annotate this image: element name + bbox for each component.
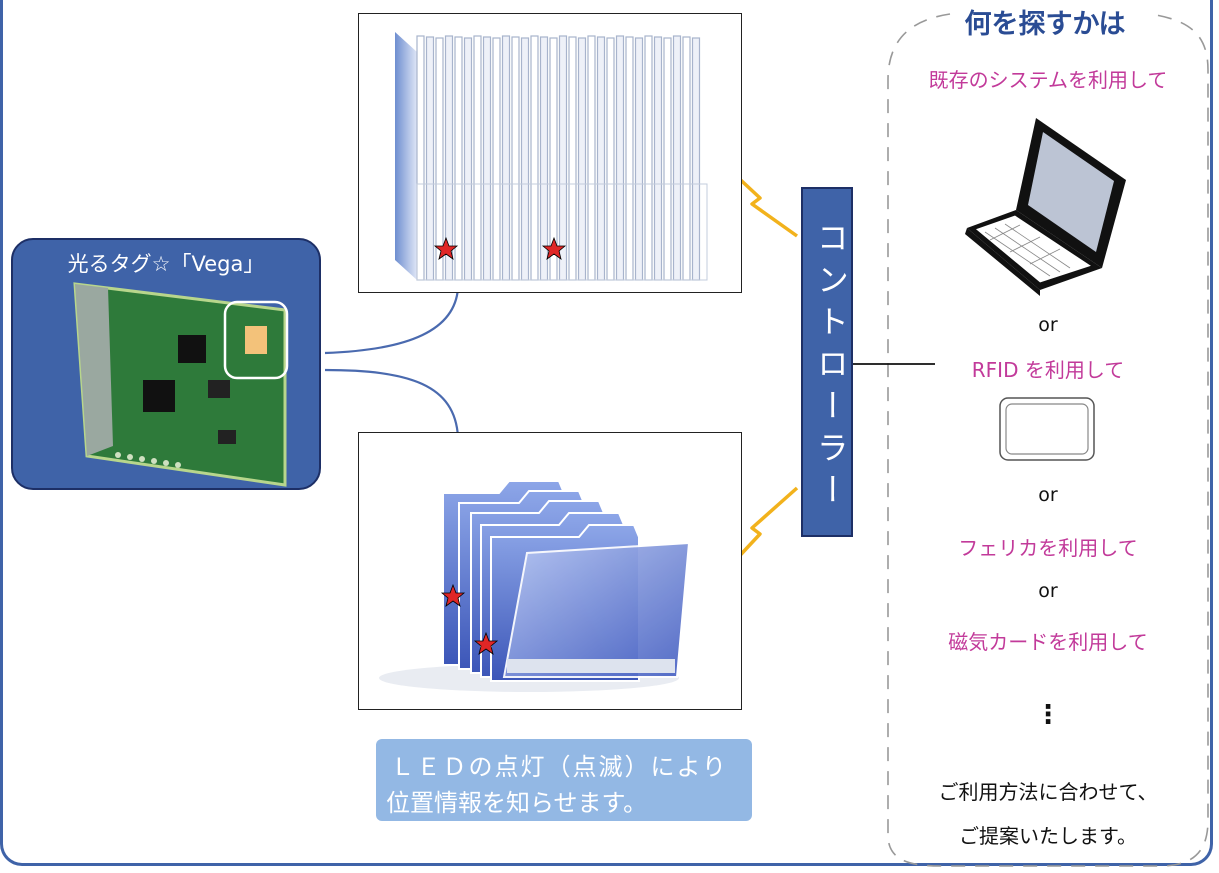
binder-sheet (435, 37, 444, 281)
star-icon (440, 583, 466, 607)
binders-panel (358, 13, 742, 293)
binder-sheet (558, 35, 568, 281)
binder-sheet (691, 37, 701, 281)
binder-sheet (473, 35, 482, 281)
binder-sheet (577, 37, 587, 281)
folders-illustration (379, 480, 691, 692)
option-rfid: RFID を利用して (971, 358, 1125, 382)
binder-sheet (606, 37, 615, 281)
binder-sheet (615, 35, 625, 281)
binder-lower-row (416, 183, 708, 281)
binders-illustration (395, 32, 708, 281)
binder-sheet (663, 37, 672, 281)
binder-sheet (672, 35, 682, 281)
closing-line-2: ご提案いたします。 (959, 824, 1137, 848)
controller-label: コントローラー (812, 221, 850, 515)
star-icon (473, 631, 499, 655)
binder-sheet (482, 36, 492, 281)
binder-sheet (682, 36, 691, 281)
binder-sheet (625, 36, 634, 281)
binder-sheet (644, 35, 653, 281)
star-icon (541, 236, 567, 260)
binder-sheet (463, 37, 473, 281)
binder-sheet (511, 36, 520, 281)
option-magnetic-card: 磁気カードを利用して (948, 630, 1148, 654)
binder-sheet (425, 36, 435, 281)
binder-sheet (520, 37, 530, 281)
tag-card: 光るタグ☆「Vega」 (11, 238, 321, 490)
or-label: or (1038, 484, 1058, 506)
option-existing-system: 既存のシステムを利用して (928, 68, 1168, 92)
binder-sheet (454, 36, 463, 281)
binder-sheet (501, 35, 511, 281)
binder-sheet (634, 37, 644, 281)
search-options-dashed-border (887, 13, 1209, 867)
binder-sheet (653, 36, 663, 281)
tag-title: 光るタグ☆「Vega」 (67, 252, 265, 276)
tag-board-illustration (73, 282, 289, 487)
tag-to-bottom-panel-line (324, 368, 460, 438)
or-label: or (1038, 314, 1058, 336)
folders-panel (358, 432, 742, 710)
binder-sheet (568, 36, 577, 281)
or-label: or (1038, 580, 1058, 602)
binder-sheet (492, 37, 501, 281)
led-note-line-2: 位置情報を知らせます。 (386, 789, 648, 817)
binder-sheet (587, 35, 596, 281)
led-note-box: ＬＥＤの点灯（点滅）により 位置情報を知らせます。 (376, 739, 752, 821)
search-title: 何を探すかは (955, 2, 1135, 41)
binder-sheet (596, 36, 606, 281)
binder-sheet (530, 35, 539, 281)
star-icon (433, 236, 459, 260)
tag-to-top-panel-line (324, 287, 460, 355)
binder-sheet (539, 36, 549, 281)
ellipsis-vertical: ⋮ (1035, 700, 1061, 730)
led-note-line-1: ＬＥＤの点灯（点滅）により (390, 753, 728, 781)
controller-box: コントローラー (801, 187, 853, 537)
closing-line-1: ご利用方法に合わせて、 (938, 780, 1158, 804)
binder-sheets (416, 35, 708, 281)
option-felica: フェリカを利用して (958, 536, 1138, 560)
binder-sheet (416, 35, 425, 281)
